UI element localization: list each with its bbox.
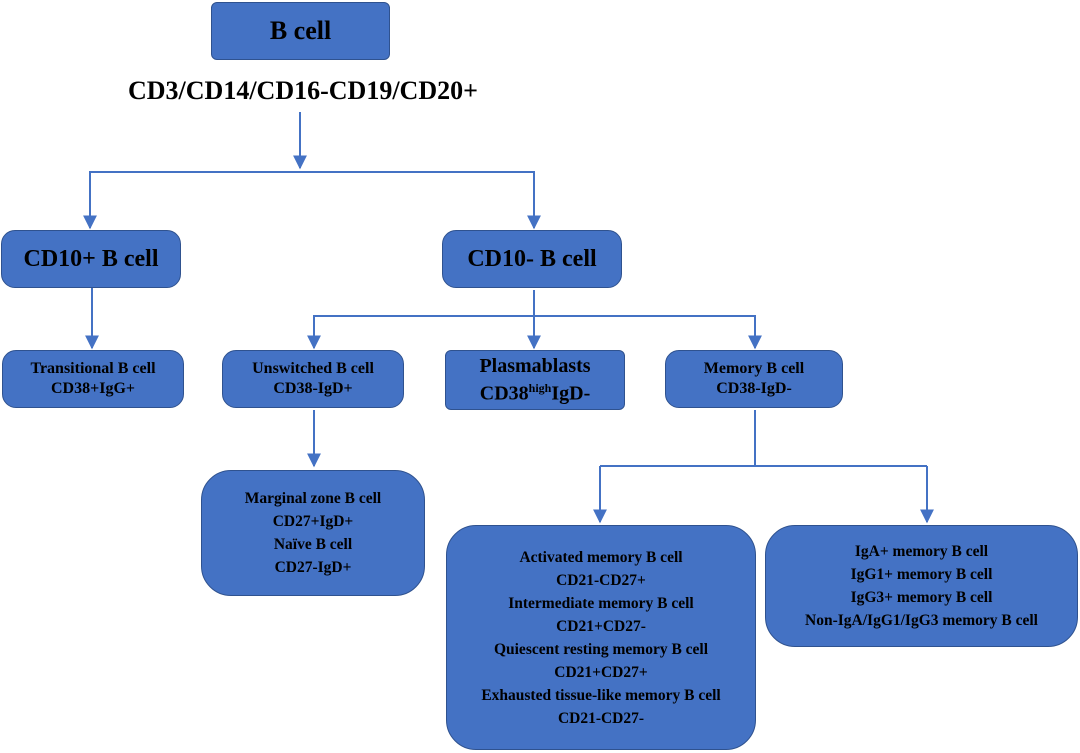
marginal-line-3: Naïve B cell <box>273 536 353 553</box>
marginal-line-4: CD27-IgD+ <box>274 559 352 576</box>
b-cell-root-marker: CD3/CD14/CD16-CD19/CD20+ <box>128 76 478 105</box>
transitional-b-cell-box: Transitional B cell CD38+IgG+ <box>2 350 184 408</box>
transitional-b-cell-marker: CD38+IgG+ <box>50 380 135 397</box>
cd10-negative-box: CD10- B cell <box>442 230 622 288</box>
cd10-positive-label: CD10+ B cell <box>23 245 159 272</box>
memory-subset-line-5: Quiescent resting memory B cell <box>493 640 709 658</box>
marginal-line-1: Marginal zone B cell <box>244 490 382 507</box>
memory-subset-line-6: CD21+CD27+ <box>554 663 648 681</box>
connector-level2-split <box>89 171 541 230</box>
memory-subset-line-7: Exhausted tissue-like memory B cell <box>481 686 721 704</box>
memory-b-cell-box: Memory B cell CD38-IgD- <box>665 350 843 408</box>
memory-subset-line-1: Activated memory B cell <box>519 548 683 566</box>
transitional-b-cell-name: Transitional B cell <box>30 360 156 377</box>
memory-b-cell-marker: CD38-IgD- <box>716 380 792 397</box>
isotype-subset-line-3: IgG3+ memory B cell <box>850 589 993 606</box>
isotype-subset-line-4: Non-IgA/IgG1/IgG3 memory B cell <box>805 612 1038 629</box>
b-cell-root-title: B cell <box>269 16 332 45</box>
cd10-negative-label: CD10- B cell <box>467 245 597 272</box>
memory-subset-line-2: CD21-CD27+ <box>556 571 646 589</box>
memory-subsets-box: Activated memory B cell CD21-CD27+ Inter… <box>446 525 756 750</box>
isotype-subsets-box: IgA+ memory B cell IgG1+ memory B cell I… <box>765 525 1078 647</box>
plasmablasts-box: Plasmablasts CD38highIgD- <box>445 350 625 410</box>
unswitched-b-cell-box: Unswitched B cell CD38-IgD+ <box>222 350 404 408</box>
memory-subset-line-4: CD21+CD27- <box>556 617 646 635</box>
memory-b-cell-name: Memory B cell <box>703 360 805 377</box>
memory-subset-line-3: Intermediate memory B cell <box>508 594 694 612</box>
unswitched-b-cell-marker: CD38-IgD+ <box>273 380 353 397</box>
marginal-naive-box: Marginal zone B cell CD27+IgD+ Naïve B c… <box>201 470 425 596</box>
unswitched-b-cell-name: Unswitched B cell <box>252 360 374 377</box>
plasmablasts-name: Plasmablasts <box>479 355 591 378</box>
isotype-subset-line-2: IgG1+ memory B cell <box>850 566 993 583</box>
isotype-subset-line-1: IgA+ memory B cell <box>854 543 989 560</box>
cd10-positive-box: CD10+ B cell <box>1 230 181 288</box>
memory-subset-line-8: CD21-CD27- <box>557 709 645 727</box>
marginal-line-2: CD27+IgD+ <box>272 513 354 530</box>
b-cell-root-box: B cell <box>211 2 390 60</box>
plasmablasts-marker: CD38highIgD- <box>479 381 591 405</box>
